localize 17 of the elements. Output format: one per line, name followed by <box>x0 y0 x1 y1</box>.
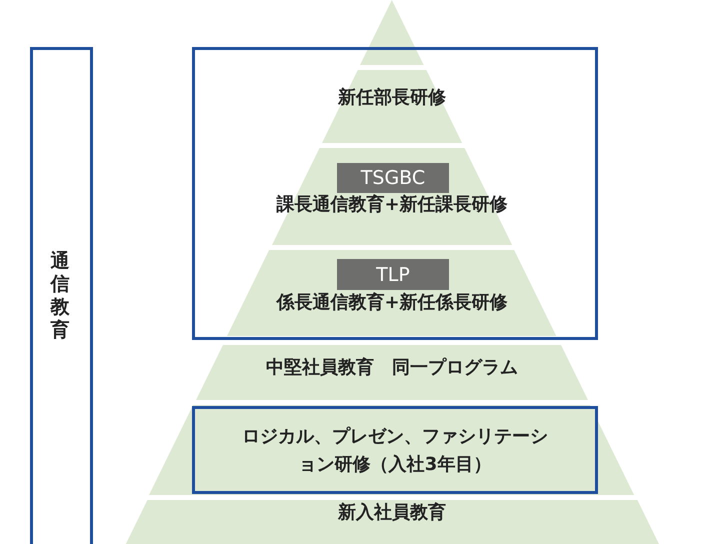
level-tag: TSGBC <box>336 163 449 193</box>
layer-label: 課長通信教育+新任課長研修 <box>275 193 509 217</box>
layer-label: 中堅社員教育 同一プログラム <box>265 356 519 380</box>
program-box <box>30 47 93 544</box>
layer-label: 新任部長研修 <box>336 86 447 110</box>
group-frame <box>192 47 598 340</box>
pyramid-layer <box>227 250 557 336</box>
vertical-label: 通信教育 <box>49 250 70 342</box>
pyramid-apex <box>360 0 424 65</box>
layer-label: 新入社員教育 <box>336 501 447 525</box>
layer-label: 係長通信教育+新任係長研修 <box>275 291 509 315</box>
pyramid-layer <box>322 70 462 143</box>
pyramid-layer <box>272 148 512 245</box>
program-label: ロジカル、プレゼン、ファシリテーション研修（入社3年目） <box>241 425 549 477</box>
pyramid-layer <box>196 345 588 400</box>
level-tag: TLP <box>336 259 449 290</box>
program-box <box>192 406 598 494</box>
